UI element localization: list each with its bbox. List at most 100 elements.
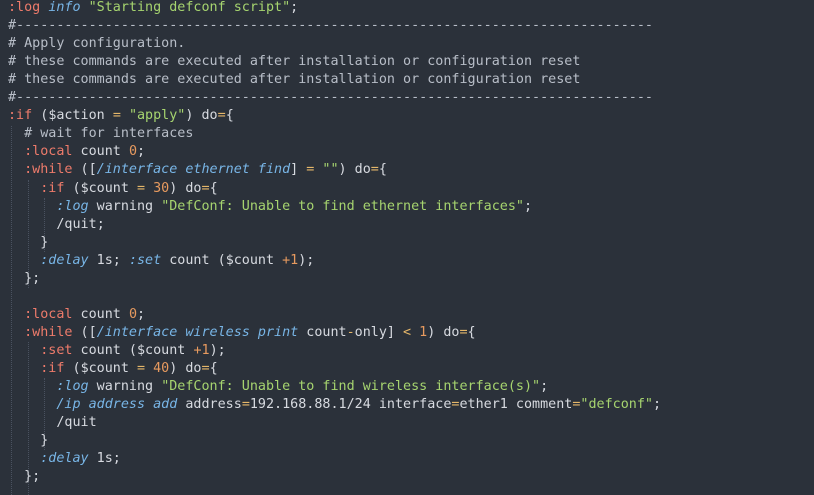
code-token: { bbox=[225, 108, 234, 124]
code-token: 0 bbox=[128, 306, 137, 322]
indent-guide bbox=[44, 198, 45, 252]
code-token: # these commands are executed after inst… bbox=[8, 54, 581, 70]
code-token bbox=[105, 108, 113, 123]
code-token: ); bbox=[209, 342, 226, 358]
code-line[interactable]: :local count 0; bbox=[8, 306, 145, 324]
code-token: $count bbox=[80, 180, 129, 196]
code-token: do bbox=[354, 162, 371, 178]
code-line[interactable]: :log info "Starting defconf script"; bbox=[8, 0, 298, 17]
code-line[interactable]: :if ($count = 30) do={ bbox=[8, 180, 218, 198]
code-line[interactable]: #---------------------------------------… bbox=[8, 17, 653, 35]
code-token bbox=[8, 307, 24, 322]
code-token: = bbox=[217, 108, 226, 124]
code-token bbox=[8, 199, 56, 214]
code-token: ( bbox=[64, 180, 81, 196]
code-token: :if bbox=[8, 108, 33, 124]
code-token: count bbox=[72, 306, 129, 322]
indent-guide bbox=[28, 180, 29, 288]
code-token: = bbox=[137, 361, 146, 376]
code-line[interactable]: } bbox=[8, 432, 48, 450]
code-line[interactable]: :while ([/interface wireless print count… bbox=[8, 324, 475, 342]
code-token: :log bbox=[56, 379, 89, 395]
code-token bbox=[8, 144, 24, 159]
code-token: ([ bbox=[72, 162, 97, 178]
code-token: /quit bbox=[56, 415, 97, 431]
code-line[interactable]: :log warning "DefConf: Unable to find et… bbox=[8, 198, 532, 216]
code-token: { bbox=[209, 180, 218, 196]
code-token: ; bbox=[290, 0, 299, 15]
code-token: count bbox=[72, 144, 129, 160]
code-token: :if bbox=[40, 361, 65, 376]
code-token: :local bbox=[24, 306, 73, 322]
code-line[interactable]: } bbox=[8, 234, 48, 252]
code-line[interactable]: :delay 1s; bbox=[8, 450, 121, 468]
code-token: #---------------------------------------… bbox=[8, 18, 653, 34]
code-line[interactable]: :if ($count = 40) do={ bbox=[8, 360, 217, 378]
code-line[interactable]: # wait for interfaces bbox=[8, 125, 193, 143]
code-token bbox=[8, 181, 40, 196]
code-token: :log bbox=[8, 0, 41, 15]
code-token: < bbox=[403, 324, 412, 340]
code-token: ) bbox=[169, 361, 186, 376]
code-token: = bbox=[370, 162, 379, 178]
code-token: # wait for interfaces bbox=[8, 126, 194, 142]
code-token: 1 bbox=[419, 324, 428, 340]
code-token: ( bbox=[32, 108, 49, 124]
code-line[interactable]: #---------------------------------------… bbox=[8, 89, 653, 107]
code-line[interactable]: /ip address add address=192.168.88.1/24 … bbox=[8, 396, 661, 414]
indent-guide bbox=[44, 378, 45, 450]
code-token bbox=[8, 325, 24, 340]
code-token: 30 bbox=[153, 180, 170, 196]
code-token: :set bbox=[40, 342, 73, 358]
code-token: $count bbox=[80, 361, 129, 376]
code-token: = bbox=[201, 361, 210, 376]
code-token: :local bbox=[24, 144, 73, 160]
code-token: = bbox=[137, 180, 146, 196]
code-token: 1s; bbox=[88, 451, 121, 467]
code-token: $count bbox=[137, 342, 186, 358]
code-line[interactable]: }; bbox=[8, 468, 40, 486]
code-line[interactable]: :local count 0; bbox=[8, 143, 145, 161]
code-token bbox=[8, 217, 56, 232]
code-token: ; bbox=[652, 397, 662, 413]
code-token: ether1 comment bbox=[459, 397, 573, 413]
code-token: address bbox=[177, 397, 242, 413]
code-token: 192.168.88.1/24 interface bbox=[249, 397, 452, 413]
code-token: :while bbox=[24, 162, 73, 178]
code-line[interactable]: :while ([/interface ethernet find] = "")… bbox=[8, 161, 387, 179]
code-token bbox=[8, 343, 40, 358]
code-line[interactable]: :if ($action = "apply") do={ bbox=[8, 107, 234, 125]
code-line[interactable]: # these commands are executed after inst… bbox=[8, 53, 580, 71]
code-token: = bbox=[241, 397, 250, 413]
code-token: ; bbox=[523, 198, 533, 214]
code-line[interactable]: # these commands are executed after inst… bbox=[8, 71, 580, 89]
code-token bbox=[8, 397, 56, 412]
code-line[interactable]: :set count ($count +1); bbox=[8, 342, 226, 360]
code-token: +1 bbox=[193, 342, 210, 358]
code-token: do bbox=[443, 324, 460, 340]
code-token: count ( bbox=[72, 342, 137, 358]
code-token bbox=[274, 253, 282, 268]
code-line[interactable]: /quit; bbox=[8, 216, 104, 234]
code-token: :if bbox=[40, 180, 65, 196]
code-line[interactable]: /quit bbox=[8, 414, 97, 432]
code-token: /quit bbox=[56, 216, 97, 232]
code-token: "defconf" bbox=[580, 397, 653, 413]
code-line[interactable]: :log warning "DefConf: Unable to find wi… bbox=[8, 378, 548, 396]
code-token bbox=[129, 181, 137, 196]
code-line[interactable]: # Apply configuration. bbox=[8, 35, 185, 53]
code-token: do bbox=[185, 180, 202, 196]
code-token: ) bbox=[338, 162, 355, 178]
code-token: :while bbox=[24, 324, 73, 340]
code-token: :delay bbox=[40, 451, 89, 467]
code-token: ) bbox=[427, 324, 444, 340]
code-token: $action bbox=[48, 108, 105, 124]
code-token: $count bbox=[225, 252, 275, 268]
code-token: #---------------------------------------… bbox=[8, 90, 653, 106]
code-line[interactable]: }; bbox=[8, 270, 40, 288]
code-token: do bbox=[201, 108, 218, 124]
code-token bbox=[8, 253, 40, 268]
code-token: ) bbox=[185, 108, 202, 124]
code-line[interactable]: :delay 1s; :set count ($count +1); bbox=[8, 252, 314, 270]
